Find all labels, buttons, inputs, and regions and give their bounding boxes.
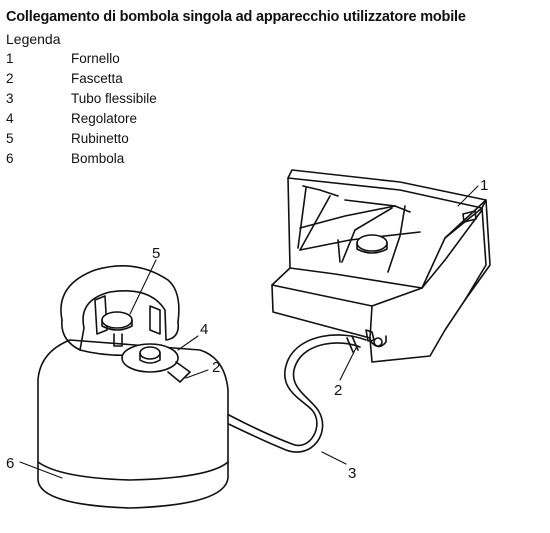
leader-stove — [457, 185, 479, 207]
leader-clamp-regulator — [185, 369, 209, 379]
callout-clamp-stove: 2 — [334, 382, 342, 399]
legend-label: Tubo flessibile — [71, 91, 157, 106]
legend-number: 1 — [6, 51, 14, 66]
leader-cylinder — [19, 461, 63, 479]
legend-label: Fascetta — [71, 71, 123, 86]
legend-number: 6 — [6, 151, 14, 166]
callout-regulator: 4 — [200, 321, 208, 338]
leader-hose — [321, 451, 347, 465]
legend-label: Fornello — [71, 51, 120, 66]
callout-cylinder: 6 — [6, 455, 14, 472]
legend-number: 3 — [6, 91, 14, 106]
callout-clamp-regulator: 2 — [212, 359, 220, 376]
legend-number: 2 — [6, 71, 14, 86]
leader-valve — [129, 259, 157, 315]
legend-heading: Legenda — [6, 31, 61, 47]
callout-valve: 5 — [152, 245, 160, 262]
legend-number: 5 — [6, 131, 14, 146]
gas-cylinder — [37, 264, 229, 509]
stove-illustration — [271, 169, 491, 363]
callout-hose: 3 — [348, 465, 356, 482]
leader-lines — [19, 185, 479, 479]
legend-label: Regolatore — [71, 111, 138, 126]
legend-number: 4 — [6, 111, 14, 126]
legend-label: Rubinetto — [71, 131, 129, 146]
diagram-title: Collegamento di bombola singola ad appar… — [6, 9, 466, 25]
callout-stove: 1 — [480, 177, 488, 194]
leader-regulator — [177, 335, 199, 351]
leader-clamp-stove — [339, 347, 357, 381]
legend-label: Bombola — [71, 151, 125, 166]
